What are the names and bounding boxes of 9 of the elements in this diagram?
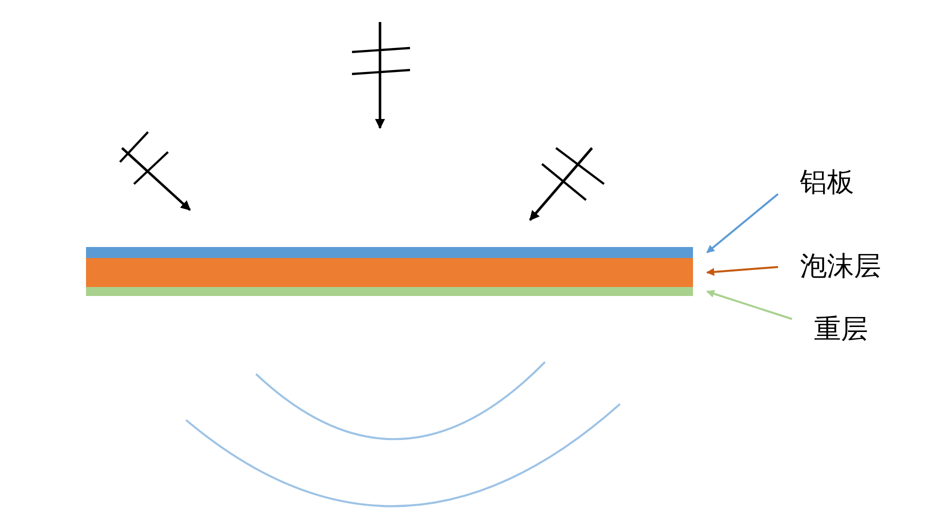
- leader-arrow: [706, 193, 779, 254]
- foam-layer: [86, 258, 693, 287]
- leader-arrow: [706, 266, 778, 276]
- aluminium-plate-layer: [86, 247, 693, 258]
- leader-arrow: [706, 290, 792, 320]
- layer-label: 泡沫层: [800, 252, 881, 282]
- layer-label: 铝板: [800, 168, 854, 198]
- layer-label: 重层: [814, 315, 868, 345]
- heavy-layer: [86, 287, 693, 296]
